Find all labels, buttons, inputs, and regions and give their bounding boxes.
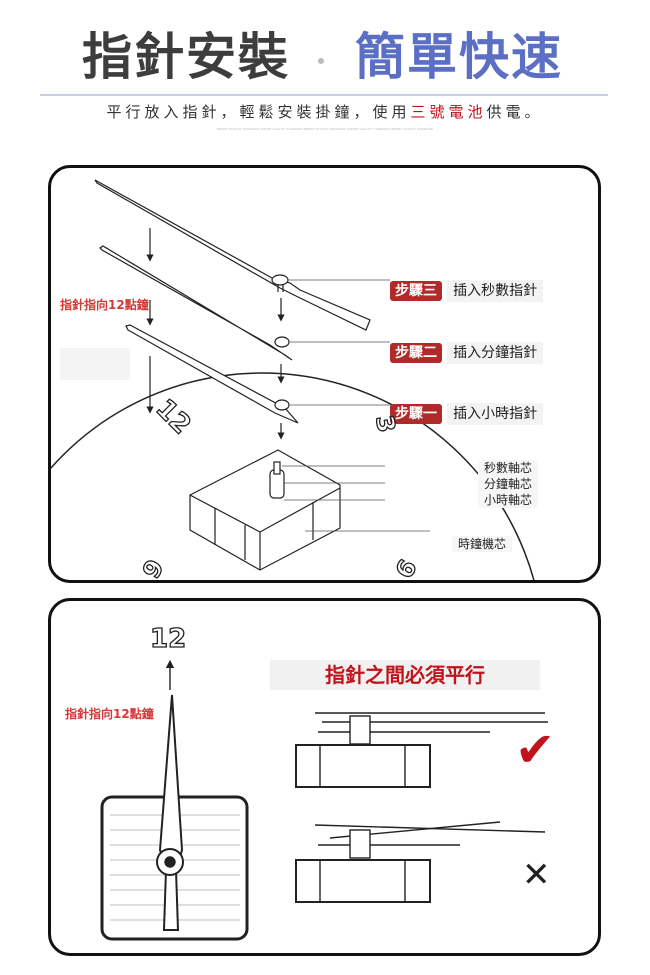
title-right: 簡單快速: [355, 27, 563, 86]
title-separator-dot: [318, 58, 324, 64]
step-1: 步驟一 插入小時指針: [390, 403, 544, 425]
step-text: 插入秒數指針: [447, 280, 544, 302]
shaft-labels: 秒數軸芯 分鐘軸芯 小時軸芯: [478, 460, 538, 508]
step-badge: 步驟一: [390, 404, 442, 424]
alignment-panel: [48, 598, 601, 956]
clock-face: [51, 372, 545, 580]
hour-hand: [125, 324, 299, 424]
fine-print: IMPORT QUALITY STANDARD IMPORT QUALITY S…: [216, 127, 434, 131]
movement-box: [189, 449, 341, 571]
parallel-heading: 指針之間必須平行: [270, 660, 540, 690]
step-badge: 步驟三: [390, 281, 442, 301]
step-badge: 步驟二: [390, 343, 442, 363]
movement-label: 時鐘機芯: [452, 536, 512, 552]
step-3: 步驟三 插入秒數指針: [390, 280, 544, 302]
shaft-hour: 小時軸芯: [483, 493, 532, 507]
cross-icon: ✕: [522, 855, 551, 895]
check-icon: ✔: [515, 722, 556, 778]
parallel-hands-wrong: [295, 821, 546, 903]
pointer-note: 指針指向12點鐘: [60, 298, 149, 312]
subtitle-prefix: 平行放入指針，輕鬆安裝掛鐘，使用: [106, 103, 411, 121]
pointer-note-2: 指針指向12點鐘: [65, 707, 154, 721]
step-text: 插入分鐘指針: [447, 342, 544, 364]
dial-number-12-front: 12: [149, 623, 187, 654]
subtitle-suffix: 供電。: [486, 103, 544, 121]
divider: [40, 94, 608, 96]
installation-steps-panel: [48, 165, 601, 583]
step-2: 步驟二 插入分鐘指針: [390, 342, 544, 364]
step-text: 插入小時指針: [447, 403, 544, 425]
minute-hand: [99, 245, 293, 361]
subtitle-highlight: 三號電池: [410, 103, 487, 121]
parallel-hands-correct: [295, 712, 548, 788]
shaft-second: 秒數軸芯: [483, 461, 532, 475]
subtitle: 平行放入指針，輕鬆安裝掛鐘，使用三號電池供電。: [0, 101, 650, 122]
title-left: 指針安裝: [82, 27, 290, 86]
shaft-minute: 分鐘軸芯: [483, 477, 532, 491]
